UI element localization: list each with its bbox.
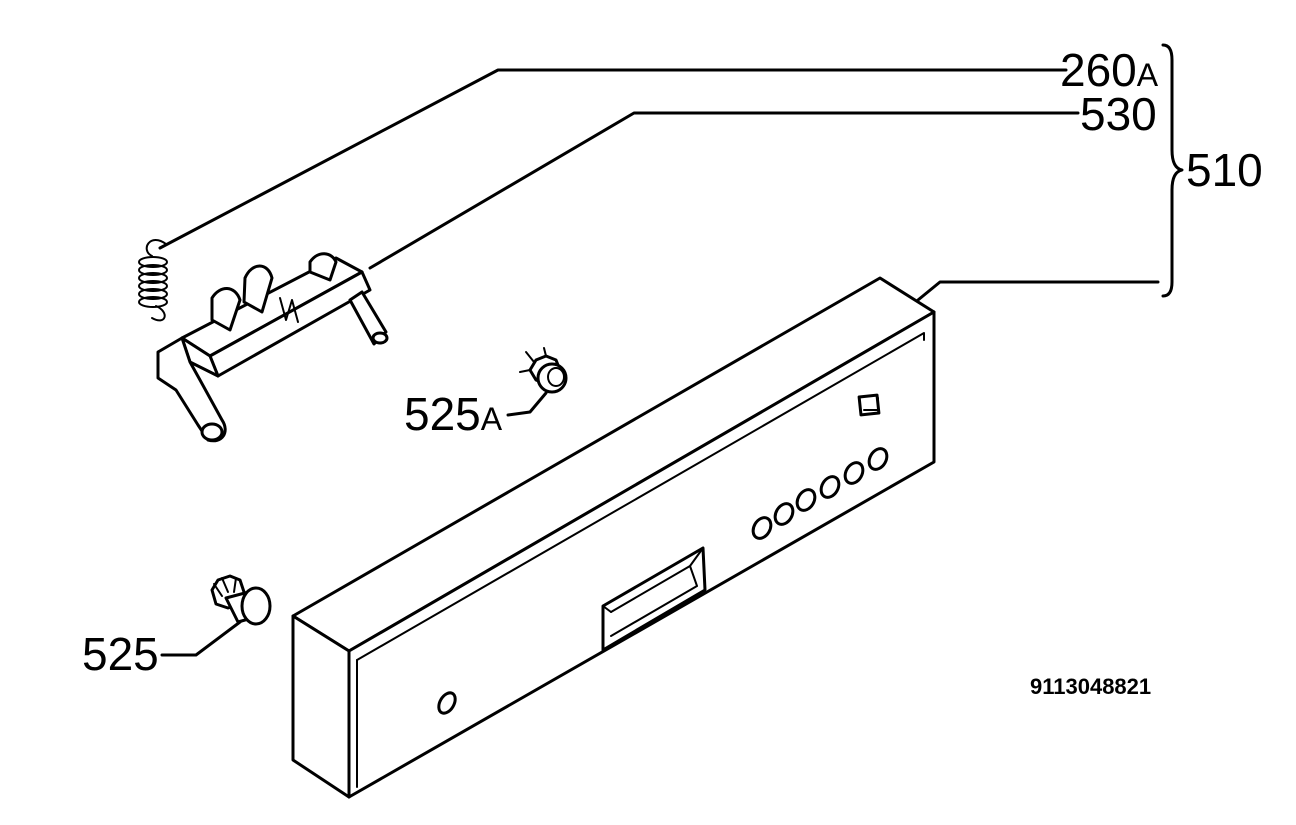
spring-part (138, 238, 168, 322)
knob-part (210, 574, 272, 626)
callout-525a-suffix: A (481, 401, 503, 437)
door-lock-part (156, 252, 389, 443)
knob-small-part (519, 347, 568, 394)
leader-line-530 (368, 111, 1080, 270)
callout-510: 510 (1186, 144, 1263, 196)
leader-line-510-panel (916, 280, 1160, 302)
drawing-code: 9113048821 (1030, 674, 1151, 699)
leader-line-260a (158, 68, 1068, 250)
control-panel-part (291, 276, 936, 799)
callout-260a: 260A (1060, 44, 1159, 96)
leader-lines (158, 68, 1160, 657)
callout-530: 530 (1080, 88, 1157, 140)
leader-line-525a (506, 391, 548, 417)
callout-260a-suffix: A (1137, 57, 1159, 93)
callout-525a: 525A (404, 388, 503, 440)
callout-525: 525 (82, 628, 159, 680)
group-brace (1161, 43, 1184, 298)
leader-line-525 (160, 620, 242, 657)
